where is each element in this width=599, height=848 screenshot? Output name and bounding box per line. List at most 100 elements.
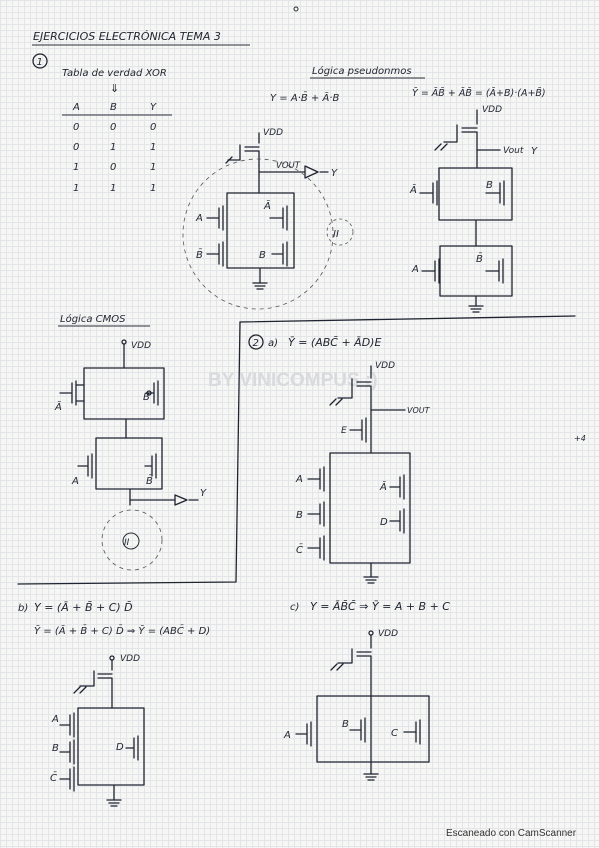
- part-c-label: c): [290, 602, 299, 613]
- truth-table-cell: 0: [73, 122, 79, 133]
- input-b-label: B: [52, 743, 59, 754]
- dashed-outline: [101, 509, 163, 571]
- nmos-c-bar: [307, 535, 325, 561]
- pmos-load: [97, 659, 113, 709]
- roman-circle: [122, 532, 140, 550]
- input-b-bar-label: B̄: [146, 474, 153, 487]
- divider-top: [239, 315, 576, 323]
- nmos-b: [59, 739, 75, 765]
- truth-table: Tabla de verdad XOR ⇓ A B Y 0 0 0 0 1 1 …: [62, 68, 172, 194]
- pmos-load: [244, 132, 260, 166]
- camscanner-footer: Escaneado con CamScanner: [446, 828, 577, 839]
- nmos-b: [349, 717, 366, 743]
- ground-icon: [252, 282, 268, 290]
- pulldown-network: [77, 707, 145, 801]
- input-c-bar-label: C̄: [50, 771, 57, 784]
- truth-table-header: Y: [150, 102, 157, 113]
- equation-b2: Ȳ = (Ā + B̄ + C) D̄ ⇒ Ȳ = (ABC̄ + D): [34, 624, 210, 637]
- divider-left: [17, 321, 241, 585]
- nmos-a: [421, 258, 440, 284]
- pmos-a: [77, 453, 93, 479]
- pmos-b-bar: [144, 453, 157, 479]
- truth-table-header: A: [72, 102, 80, 113]
- input-b-label: B: [259, 250, 266, 261]
- nmos-e: [349, 417, 367, 443]
- input-b-bar-label: B̄: [476, 252, 483, 265]
- pulldown-network: [316, 695, 430, 775]
- ex2-number: 2: [253, 338, 259, 349]
- input-a-label: A: [295, 474, 303, 485]
- input-d-label: D: [116, 742, 124, 753]
- vout-label: Vout: [503, 146, 524, 156]
- cmos-title: Lógica CMOS: [60, 313, 126, 325]
- input-c-bar-label: C̄: [296, 543, 303, 556]
- pseudonmos-complement-circuit: VDD Vout Y Ā B A B̄: [409, 105, 538, 313]
- truth-table-header: B: [110, 102, 117, 113]
- nmos-a-bar: [419, 180, 438, 206]
- ex1-number-circle: [32, 53, 48, 69]
- pmos-load: [356, 365, 372, 454]
- page-title: EJERCICIOS ELECTRÓNICA TEMA 3: [33, 30, 221, 43]
- input-a-label: A: [71, 476, 79, 487]
- nmos-b-bar: [206, 241, 224, 267]
- xor-equation: Y = A·B̄ + Ā·B: [270, 91, 339, 104]
- pmos-gate-ground: [434, 124, 458, 151]
- output-buffer: [258, 165, 329, 179]
- truth-table-cell: 1: [150, 162, 156, 173]
- nmos-a-bar: [389, 474, 405, 500]
- input-a-bar-label: Ā: [409, 183, 417, 196]
- truth-table-title: Tabla de verdad XOR: [62, 68, 167, 79]
- truth-table-cell: 1: [73, 162, 79, 173]
- equation-c: Y = ĀB̄C̄ ⇒ Ȳ = A + B + C: [310, 600, 450, 613]
- input-a-label: A: [51, 714, 59, 725]
- input-a-label: A: [283, 730, 291, 741]
- truth-table-cell: 1: [73, 183, 79, 194]
- nmos-c-bar: [59, 766, 75, 792]
- output-buffer: [129, 494, 199, 506]
- vdd-label: VDD: [378, 629, 398, 639]
- equation-a: Ȳ = (ABC̄ + ĀD)E: [288, 336, 381, 349]
- pmos-gate-ground: [329, 378, 353, 406]
- pmos-load: [461, 109, 478, 168]
- nmos-d: [389, 508, 405, 534]
- roman-label: II: [124, 538, 130, 548]
- ground-icon: [468, 305, 484, 313]
- nmos-a: [59, 712, 75, 738]
- roman-label: II: [333, 229, 339, 240]
- input-b-label: B: [296, 510, 303, 521]
- nmos-b: [271, 241, 288, 267]
- nmos-a: [307, 466, 325, 492]
- nmos-a: [295, 721, 312, 747]
- nmos-b: [307, 501, 325, 527]
- input-d-label: D: [380, 517, 388, 528]
- watermark: BY VINICOMPUS :): [208, 370, 378, 391]
- pulldown-network: [226, 192, 295, 284]
- top-mark: [293, 6, 299, 12]
- part-a-label: a): [268, 338, 278, 349]
- pulldown-network: [329, 452, 411, 578]
- vdd-label: VDD: [120, 654, 140, 664]
- ground-icon: [363, 773, 379, 781]
- vdd-label: VDD: [263, 128, 283, 138]
- truth-table-cell: 0: [150, 122, 156, 133]
- nmos-c: [403, 719, 421, 745]
- dashed-outline: [182, 158, 334, 310]
- pmos-gate-ground: [225, 144, 241, 164]
- nmos-a: [206, 205, 224, 231]
- input-a-bar-label: Ā: [379, 480, 387, 493]
- vdd-label: VDD: [375, 361, 395, 371]
- truth-table-cell: 0: [73, 142, 79, 153]
- y-label: Y: [200, 488, 207, 499]
- ex1-number: 1: [37, 57, 43, 68]
- input-a-label: A: [411, 264, 419, 275]
- truth-table-cell: 0: [110, 122, 116, 133]
- truth-table-cell: 0: [110, 162, 116, 173]
- lower-parallel-network: [439, 245, 513, 307]
- part-b-label: b): [18, 603, 28, 614]
- circuit-2a: VDD VOUT E A B C̄ Ā D: [295, 361, 431, 584]
- equation-b1: Y = (Ā + B̄ + C) D̄: [34, 601, 133, 614]
- nmos-b: [485, 180, 505, 206]
- vout-label: VOUT: [276, 161, 301, 171]
- input-b-label: B: [486, 180, 493, 191]
